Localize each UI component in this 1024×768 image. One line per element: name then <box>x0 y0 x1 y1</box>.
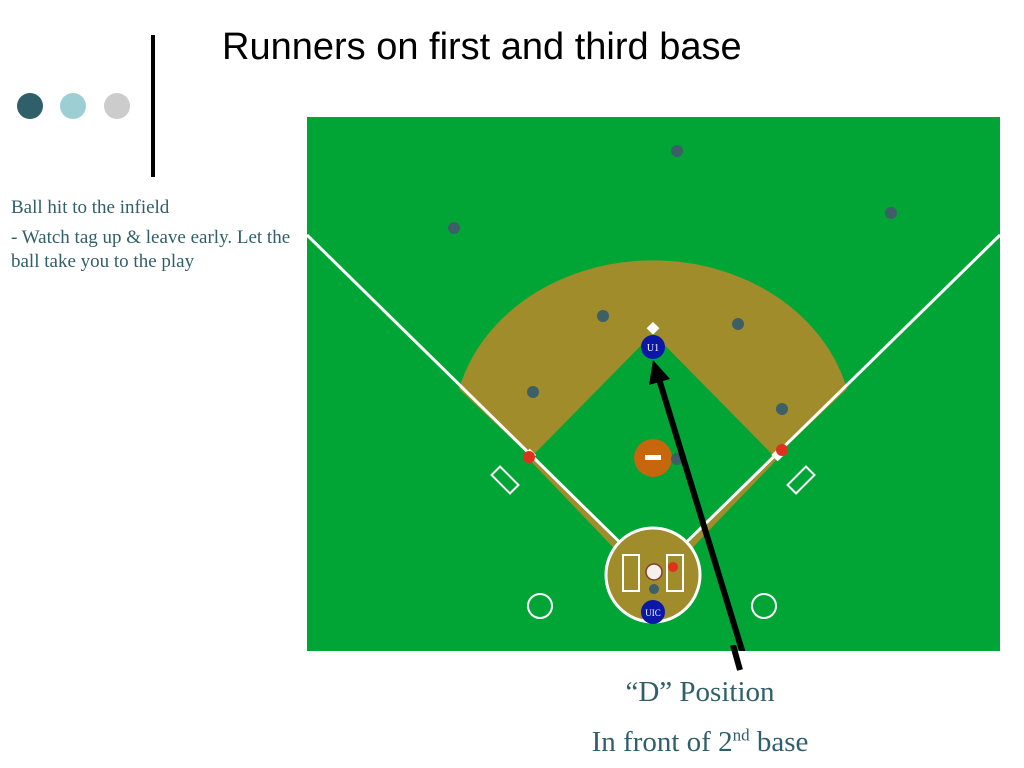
baseball <box>645 563 663 581</box>
fielder-center-field <box>671 145 683 157</box>
decor-dot-3 <box>104 93 130 119</box>
baseball-field-diagram: U1 UIC <box>307 117 1000 651</box>
decor-dot-1 <box>17 93 43 119</box>
fielder-shortstop <box>597 310 609 322</box>
slide-title: Runners on first and third base <box>222 26 742 68</box>
umpire-plate-label: UIC <box>645 608 661 618</box>
infield-dirt <box>459 260 847 455</box>
bullet-list: Ball hit to the infield - Watch tag up &… <box>11 196 311 280</box>
caption-line-1: “D” Position <box>625 676 775 708</box>
caption-line-2-prefix: In front of 2 <box>591 726 733 758</box>
fielders <box>448 145 897 594</box>
coach-box-right <box>786 465 816 495</box>
fielder-catcher <box>649 584 659 594</box>
on-deck-circle-left <box>527 593 553 619</box>
batter-box-left <box>622 554 640 592</box>
runner-third <box>523 451 535 463</box>
position-arrow-shaft <box>656 378 746 651</box>
caption-line-2: In front of 2nd base <box>545 726 855 759</box>
fielder-first-base <box>776 403 788 415</box>
umpire-plate <box>641 600 665 624</box>
runner-first <box>776 444 788 456</box>
foul-line-right <box>651 233 1000 577</box>
foul-line-left <box>307 233 655 577</box>
caption-line-2-sup: nd <box>732 725 750 745</box>
fielder-third-base <box>527 386 539 398</box>
arrow-tail <box>730 645 743 671</box>
title-divider <box>151 35 155 177</box>
coach-box-left <box>490 465 520 495</box>
batter-box-right <box>666 554 684 592</box>
on-deck-circle-right <box>751 593 777 619</box>
bullet-item: Ball hit to the infield <box>11 197 170 218</box>
umpire-base <box>641 335 665 359</box>
caption-line-2-suffix: base <box>749 726 809 758</box>
decor-dot-2 <box>60 93 86 119</box>
fielder-left-field <box>448 222 460 234</box>
fielder-right-field <box>885 207 897 219</box>
umpire-base-label: U1 <box>647 343 659 354</box>
bullet-item: - Watch tag up & leave early. Let the ba… <box>11 227 291 272</box>
position-arrow-head <box>649 360 670 385</box>
pitcher-rubber <box>645 455 661 460</box>
batter <box>668 562 678 572</box>
fielder-second-base <box>732 318 744 330</box>
